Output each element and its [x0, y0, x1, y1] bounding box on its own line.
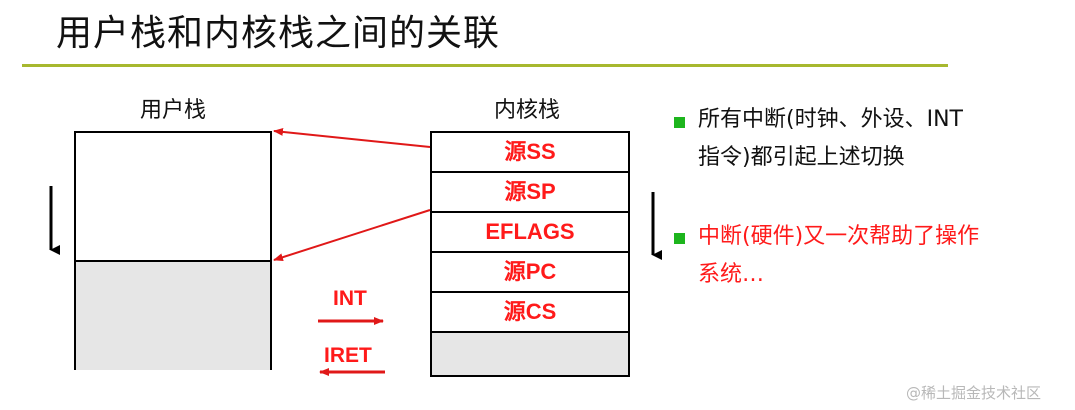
bullet-marker-1 — [674, 117, 685, 128]
kernel-stack-box: 源SS 源SP EFLAGS 源PC 源CS — [430, 131, 630, 377]
bullet-marker-2 — [674, 233, 685, 244]
kernel-stack-label: 内核栈 — [494, 98, 561, 123]
int-label: INT — [333, 287, 367, 310]
bullet-2-line-1: 中断(硬件)又一次帮助了操作 — [698, 224, 980, 249]
user-stack-box — [74, 131, 272, 370]
bullet-1-line-1: 所有中断(时钟、外设、INT — [698, 107, 963, 132]
title-divider — [22, 64, 948, 67]
user-stack-used-region — [76, 260, 270, 370]
slide-title: 用户栈和内核栈之间的关联 — [56, 13, 501, 54]
bullet-2-line-2: 系统… — [698, 262, 765, 287]
bullet-2-text: 中断(硬件)又一次帮助了操作 系统… — [698, 218, 979, 294]
iret-label: IRET — [324, 344, 372, 367]
bullet-1-line-2: 指令)都引起上述切换 — [698, 145, 905, 170]
user-stack-label: 用户栈 — [140, 98, 207, 123]
bullet-1-text: 所有中断(时钟、外设、INT 指令)都引起上述切换 — [698, 101, 963, 177]
kernel-cell-source-ss: 源SS — [432, 133, 628, 173]
arrow-ss-to-user-stack-top — [273, 127, 431, 148]
kernel-cell-source-cs: 源CS — [432, 293, 628, 333]
arrow-sp-to-user-stack-pointer — [273, 209, 431, 262]
kernel-cell-eflags: EFLAGS — [432, 213, 628, 253]
kernel-cell-source-pc: 源PC — [432, 253, 628, 293]
kernel-cell-source-sp: 源SP — [432, 173, 628, 213]
watermark: @稀土掘金技术社区 — [906, 384, 1042, 402]
